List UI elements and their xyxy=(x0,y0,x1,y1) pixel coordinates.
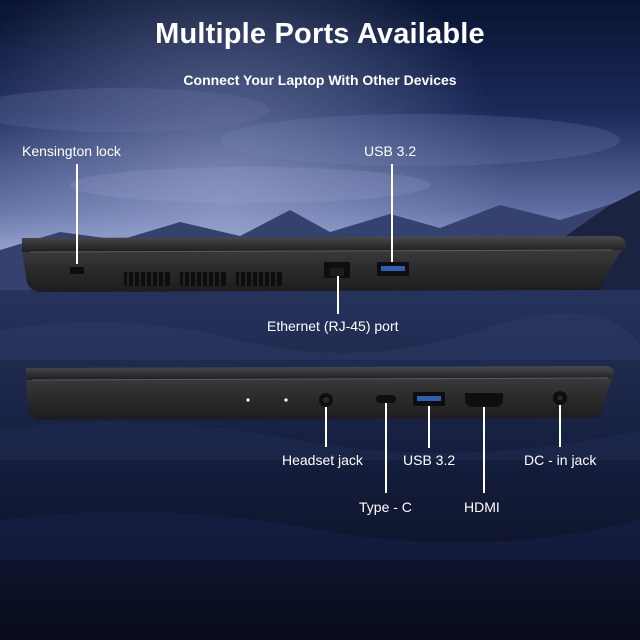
kensington-lock-slot-icon xyxy=(70,267,84,274)
usb-right-label: USB 3.2 xyxy=(403,452,456,468)
page-title: Multiple Ports Available xyxy=(155,18,485,50)
kensington-lock-leader-line xyxy=(76,164,78,264)
ethernet-label: Ethernet (RJ-45) port xyxy=(267,318,399,334)
headset-jack-leader-line xyxy=(325,407,327,447)
kensington-lock-label: Kensington lock xyxy=(22,143,121,159)
hdmi-port-icon xyxy=(465,393,503,407)
type-c-port-icon xyxy=(376,395,396,403)
usb-port-right-icon xyxy=(413,392,445,406)
status-led-icon xyxy=(246,398,288,402)
usb-right-leader-line xyxy=(428,406,430,448)
type-c-label: Type - C xyxy=(359,499,412,515)
hdmi-label: HDMI xyxy=(464,499,500,515)
laptop-left-side-view xyxy=(22,236,626,292)
type-c-leader-line xyxy=(385,403,387,493)
page-subtitle: Connect Your Laptop With Other Devices xyxy=(183,72,457,88)
ethernet-leader-line xyxy=(337,276,339,314)
dc-in-leader-line xyxy=(559,405,561,447)
headset-jack-label: Headset jack xyxy=(282,452,363,468)
dc-in-jack-label: DC - in jack xyxy=(524,452,597,468)
headset-jack-icon xyxy=(319,393,333,407)
usb-left-label: USB 3.2 xyxy=(364,143,417,159)
dc-in-jack-icon xyxy=(553,391,567,405)
hdmi-leader-line xyxy=(483,407,485,493)
ethernet-port-icon xyxy=(324,262,350,278)
laptop-right-side-view xyxy=(26,366,614,420)
usb-port-left-icon xyxy=(377,262,409,276)
usb-left-leader-line xyxy=(391,164,393,262)
